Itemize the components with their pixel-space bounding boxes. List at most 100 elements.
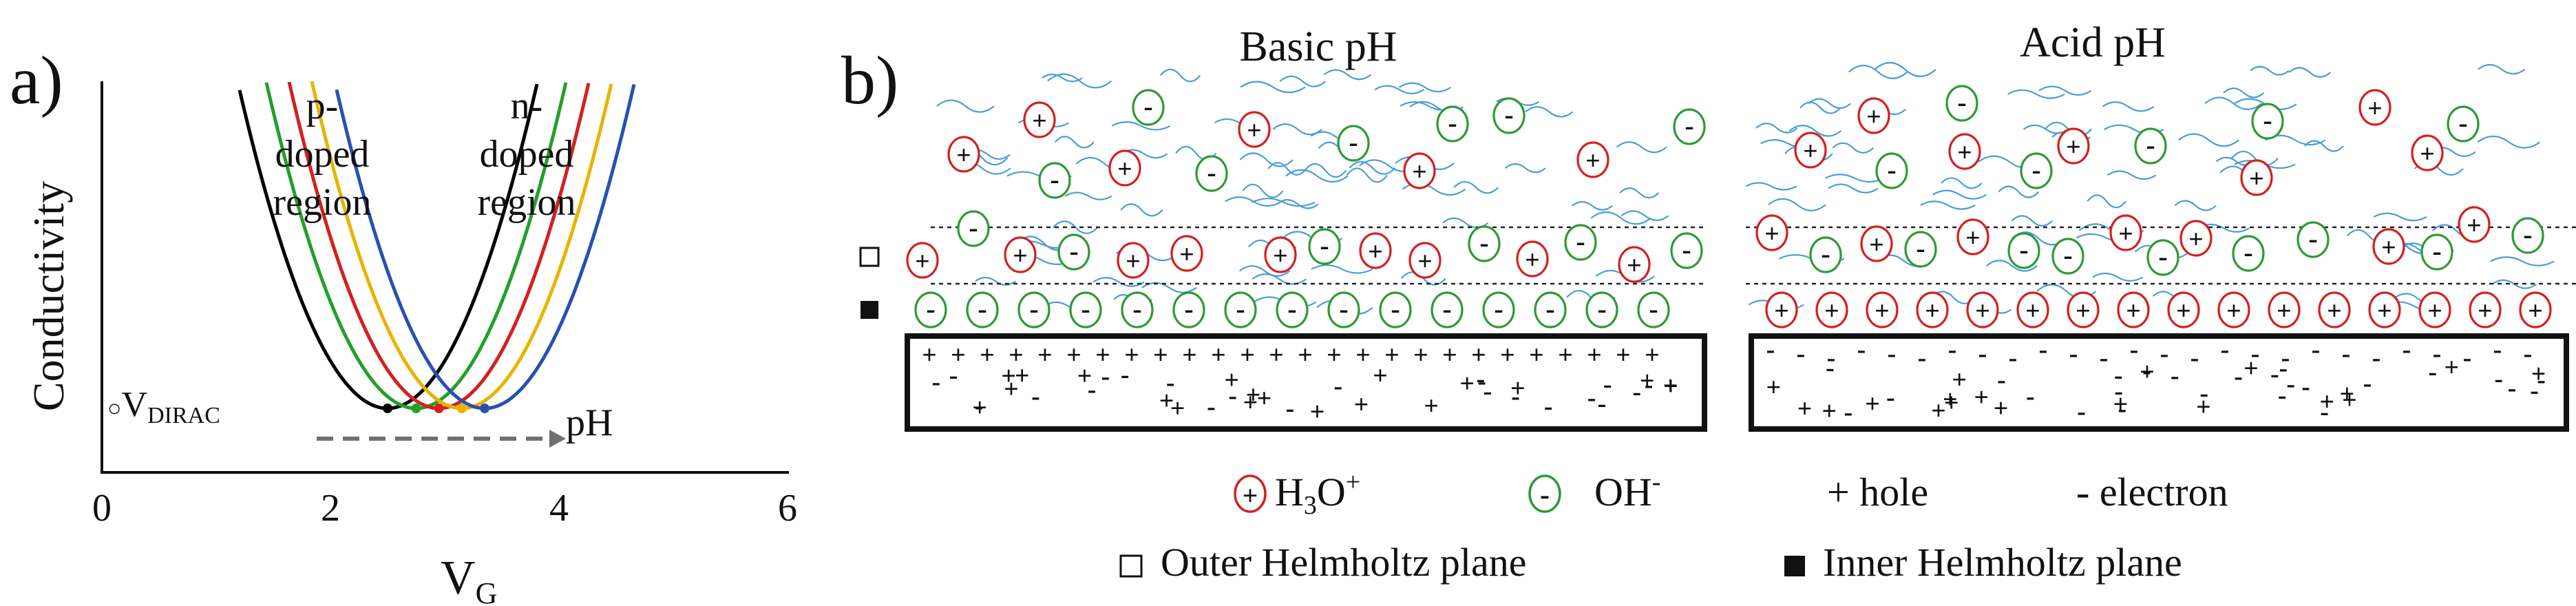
svg-text:-: - [1069, 236, 1078, 267]
water-molecule [1159, 68, 1201, 83]
water-molecule [1047, 73, 1112, 89]
oh-ion: - [1482, 291, 1515, 328]
h3o-ion: + [2268, 291, 2301, 328]
svg-text:-: - [1287, 293, 1296, 324]
oh-ion: - [1132, 89, 1165, 126]
electron-charge: - [1228, 382, 1237, 410]
electron-charge: - [2199, 379, 2208, 408]
hole-charge: + [1974, 383, 1989, 412]
h3o-ion: + [1956, 218, 1989, 255]
water-molecule [1998, 185, 2040, 198]
svg-text:-: - [1320, 230, 1329, 261]
oh-ion: - [957, 210, 990, 247]
electron-charge: - [2171, 362, 2179, 390]
svg-text:-: - [1391, 293, 1400, 324]
svg-text:-: - [2523, 219, 2532, 250]
svg-text:+: + [2076, 297, 2091, 326]
svg-text:+: + [1925, 297, 1940, 326]
oh-ion: - [1637, 291, 1670, 328]
panel-a: a) Conductivity 0 2 4 6 VG p- doped regi… [10, 42, 797, 606]
electron-charge: - [2493, 335, 2502, 364]
oh-ion: - [1492, 97, 1525, 134]
hole-charge: + [2113, 390, 2129, 419]
electron-charge: - [1598, 390, 1607, 419]
water-molecule [1453, 180, 1499, 194]
electron-charge: - [2301, 373, 2310, 401]
water-molecule [1239, 152, 1294, 167]
water-molecule [1111, 121, 1171, 131]
electron-charge: - [2114, 361, 2123, 390]
svg-text:+: + [1368, 238, 1383, 267]
h3o-ion: + [1966, 291, 1999, 328]
oh-ion: - [1564, 224, 1597, 261]
electron-charge: - [2372, 344, 2381, 373]
water-molecule [1920, 200, 1976, 210]
svg-text:-: - [1545, 293, 1554, 324]
oh-ion: - [1017, 291, 1051, 328]
h3o-ion: + [1403, 152, 1436, 189]
water-molecule [1252, 198, 1316, 207]
hole-charge: + [951, 341, 966, 370]
oh-ion: - [1534, 291, 1567, 328]
oh-ion: - [2051, 238, 2084, 275]
h3o-ion: + [2372, 228, 2405, 265]
n-region-line-2: doped [480, 133, 574, 176]
svg-text:+: + [2226, 297, 2241, 326]
water-molecule [1064, 191, 1112, 200]
water-molecule [936, 99, 995, 113]
p-region-line-1: p- [306, 85, 339, 127]
h3o-ion: + [1857, 97, 1890, 134]
electron-charge: - [1207, 393, 1216, 421]
p-region-line-2: doped [275, 133, 370, 176]
water-molecule [1092, 277, 1145, 287]
water-molecule [2007, 89, 2065, 99]
svg-text:-: - [1029, 293, 1038, 324]
water-molecule [2087, 194, 2126, 209]
panel-b: b) Basic pH Acid pH +-+--++---+-++-+-+++… [841, 19, 2576, 432]
water-molecule [1832, 142, 1874, 154]
electron-charge: - [1101, 362, 1110, 391]
electron-charge: - [1121, 360, 1130, 389]
legend-hole: + hole [1827, 470, 1928, 514]
h3o-ion: + [2458, 206, 2491, 243]
electron-charge: - [2118, 395, 2126, 424]
electron-charge: - [2524, 339, 2533, 368]
water-molecule [1828, 183, 1879, 194]
oh-ion: - [2447, 105, 2480, 143]
electron-charge: - [1826, 354, 1835, 383]
electron-charge: - [1031, 382, 1040, 411]
oh-ion: - [1430, 291, 1464, 328]
hole-charge: + [1243, 388, 1258, 417]
svg-text:+: + [1117, 155, 1132, 184]
electron-charge: - [2009, 344, 2018, 373]
water-molecule [975, 276, 1016, 286]
water-molecule [2011, 215, 2053, 227]
h3o-ion: + [2016, 291, 2049, 328]
p-doped-region-label: p- doped region [273, 85, 371, 224]
electron-charge: - [975, 392, 984, 421]
electron-charge: - [2508, 374, 2517, 403]
electron-charge: - [1844, 398, 1852, 427]
hole-charge: + [2339, 379, 2354, 408]
h3o-ion: + [1108, 149, 1141, 187]
svg-text:+: + [1013, 242, 1028, 271]
hole-charge: + [1211, 341, 1226, 370]
electron-charge: - [2251, 339, 2260, 368]
oh-ion: - [1673, 108, 1706, 145]
curves [237, 81, 636, 413]
electron-charge: - [2494, 365, 2503, 394]
water-molecule [1755, 123, 1798, 134]
oh-ion: - [1337, 125, 1370, 162]
panel-b-label: b) [841, 42, 898, 118]
hole-charge: + [1159, 386, 1174, 415]
h3o-ion-icon: + [1234, 474, 1267, 513]
oh-ion: - [1585, 291, 1618, 328]
electron-charge: - [2530, 376, 2539, 405]
electron-charge: - [1857, 335, 1866, 364]
svg-text:-: - [1597, 293, 1606, 324]
svg-text:+: + [1774, 297, 1789, 326]
water-molecule [1808, 98, 1852, 109]
water-molecule [1848, 65, 1908, 79]
svg-text:-: - [1494, 293, 1503, 324]
oh-ion: - [2297, 221, 2330, 258]
